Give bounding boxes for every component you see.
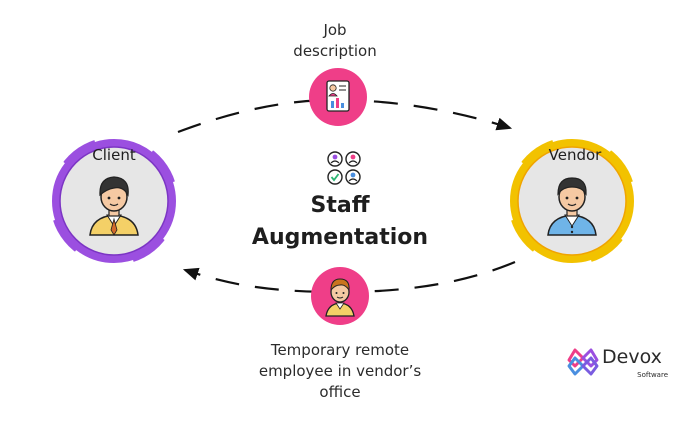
job-description-label-line-1: Job (323, 21, 347, 39)
client-label: Client (92, 146, 136, 164)
remote-employee-label-line-1: Temporary remote (270, 341, 410, 359)
vendor-node (506, 135, 638, 267)
title-line-1: Staff (310, 193, 370, 218)
remote-employee-label-line-3: office (319, 383, 361, 401)
devox-logo-icon (567, 348, 599, 376)
remote-employee-badge (311, 267, 369, 325)
client-node (48, 135, 180, 267)
remote-employee-label: Temporary remote employee in vendor’s of… (235, 340, 445, 403)
job-description-label: Job description (270, 20, 400, 62)
team-people-icon (327, 151, 361, 185)
vendor-person-icon (547, 177, 597, 236)
job-description-label-line-2: description (293, 42, 377, 60)
staff-augmentation-title: Staff Augmentation (235, 190, 445, 254)
client-person-icon (89, 176, 139, 236)
job-description-badge (309, 68, 367, 126)
job-description-document-icon (326, 80, 350, 112)
brand-subtitle: Software (637, 371, 668, 379)
title-line-2: Augmentation (251, 225, 429, 250)
remote-employee-icon (325, 278, 355, 317)
brand-name: Devox (602, 346, 662, 368)
remote-employee-label-line-2: employee in vendor’s (258, 362, 422, 380)
vendor-label: Vendor (548, 146, 602, 164)
